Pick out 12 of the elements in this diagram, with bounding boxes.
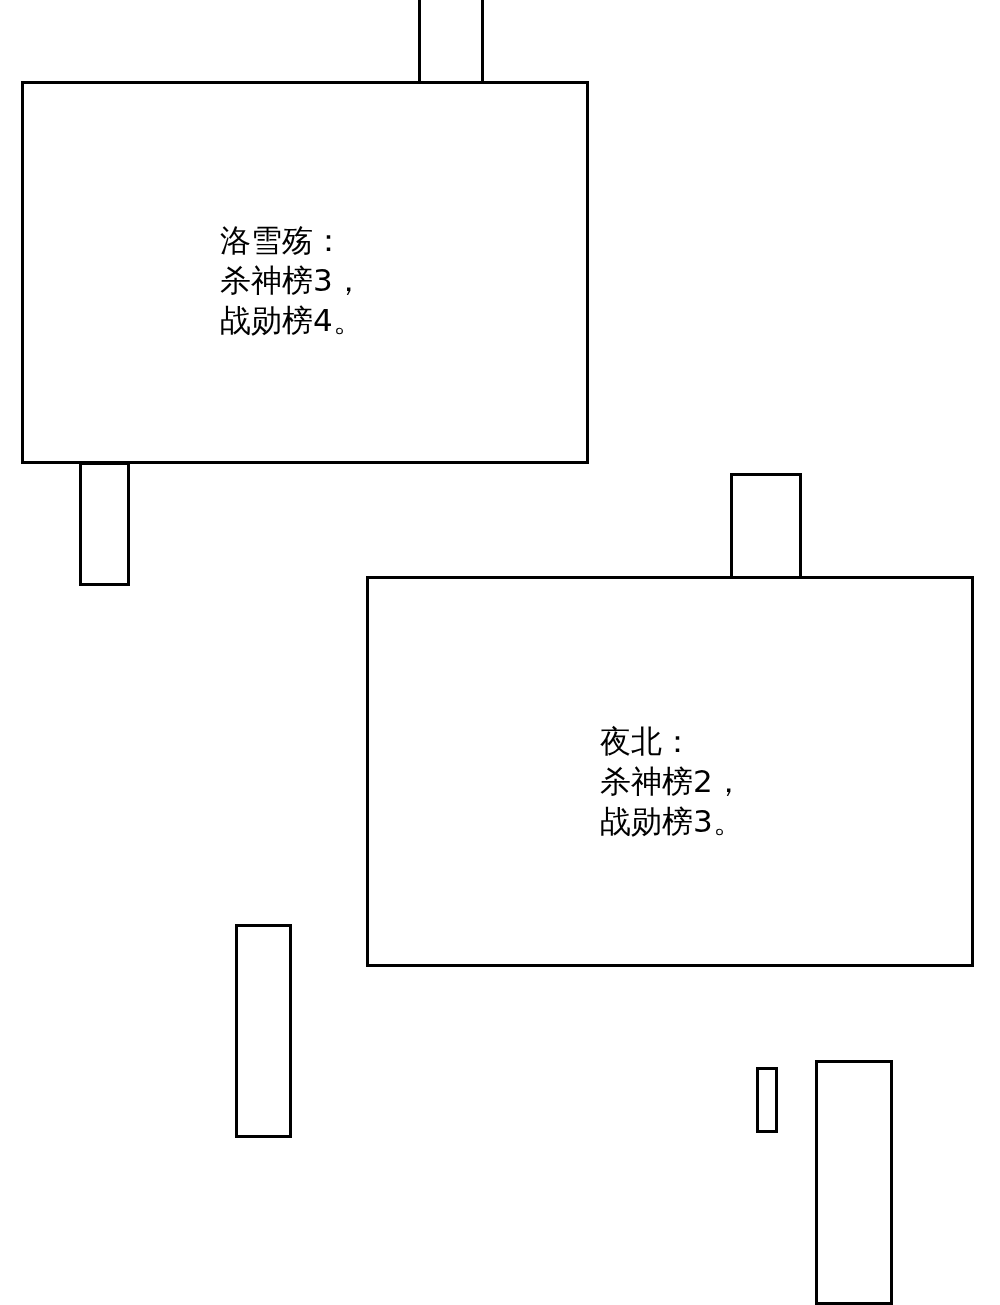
empty-box bbox=[756, 1067, 778, 1133]
text-panel bbox=[21, 81, 589, 464]
empty-box bbox=[418, 0, 484, 84]
empty-box bbox=[730, 473, 802, 579]
name-heading: 夜北： bbox=[600, 722, 693, 761]
text-panel bbox=[366, 576, 974, 967]
empty-box bbox=[79, 462, 130, 586]
empty-box bbox=[235, 924, 292, 1138]
ranking-text: 杀神榜3，战勋榜4。 bbox=[220, 261, 365, 340]
empty-box bbox=[815, 1060, 893, 1305]
ranking-text: 杀神榜2，战勋榜3。 bbox=[600, 762, 745, 841]
name-heading: 洛雪殇： bbox=[220, 221, 344, 260]
